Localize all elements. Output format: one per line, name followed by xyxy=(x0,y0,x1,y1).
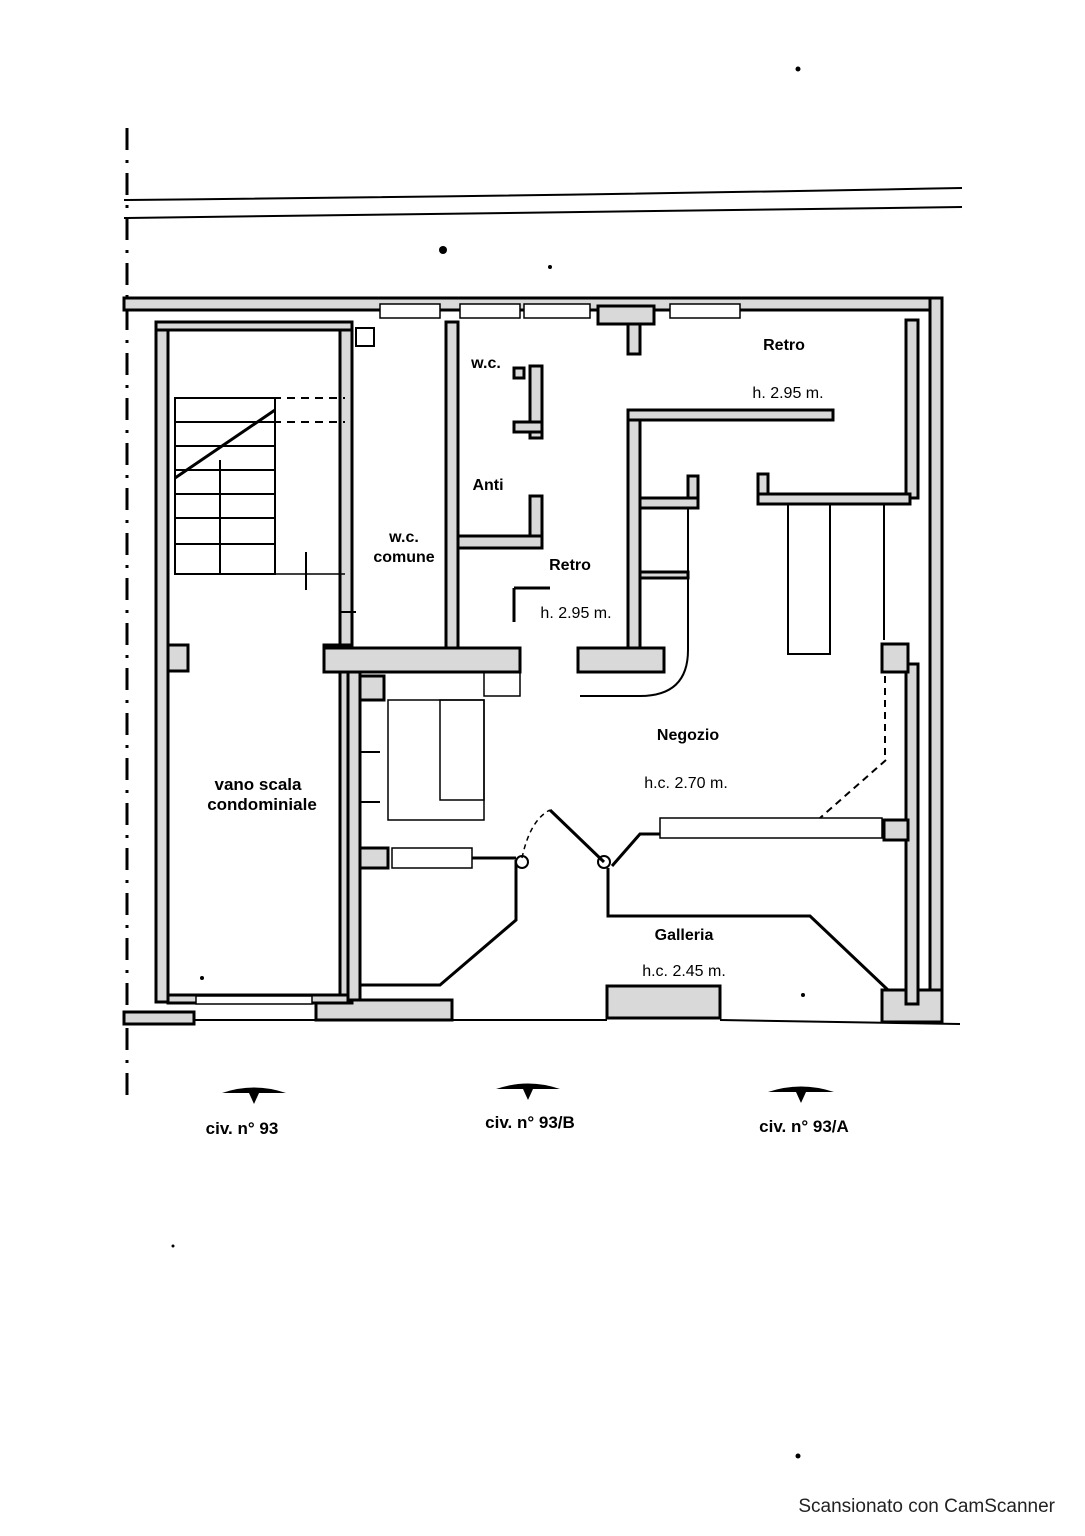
street-line xyxy=(123,206,963,219)
staircase xyxy=(174,397,345,590)
scanner-watermark: Scansionato con CamScanner xyxy=(798,1496,1055,1517)
negozio-walls xyxy=(346,642,920,1006)
wc-comune-walls xyxy=(322,320,522,674)
room-label-wc: w.c. xyxy=(470,355,501,372)
room-height-galleria: h.c. 2.45 m. xyxy=(642,963,726,980)
room-label-wc-comune-2: comune xyxy=(373,549,434,566)
room-label-retro-top: Retro xyxy=(763,337,805,354)
entrance-label-93b: civ. n° 93/B xyxy=(485,1113,575,1132)
entrance-label-93: civ. n° 93 xyxy=(206,1119,279,1138)
wc-anti-walls xyxy=(456,364,544,550)
room-height-retro-top: h. 2.95 m. xyxy=(752,385,823,402)
room-label-negozio: Negozio xyxy=(657,727,719,744)
room-height-negozio: h.c. 2.70 m. xyxy=(644,775,728,792)
entrance-marker-93a xyxy=(768,1086,834,1103)
entrance-label-93a: civ. n° 93/A xyxy=(759,1117,849,1136)
windows xyxy=(195,303,741,1005)
outer-walls xyxy=(122,296,961,1026)
room-label-wc-comune-1: w.c. xyxy=(388,529,419,546)
room-label-vano-scala-1: vano scala xyxy=(215,775,302,794)
room-height-retro-left: h. 2.95 m. xyxy=(540,605,611,622)
retro-walls xyxy=(512,304,920,674)
room-label-anti: Anti xyxy=(472,477,503,494)
entrance-marker-93b xyxy=(496,1083,560,1100)
room-label-vano-scala-2: condominiale xyxy=(207,795,317,814)
galleria-walls xyxy=(340,611,890,992)
furniture xyxy=(387,503,885,869)
entrance-marker-93 xyxy=(222,1087,286,1104)
street-line xyxy=(123,187,963,201)
room-label-retro-left: Retro xyxy=(549,557,591,574)
room-label-galleria: Galleria xyxy=(655,927,714,944)
